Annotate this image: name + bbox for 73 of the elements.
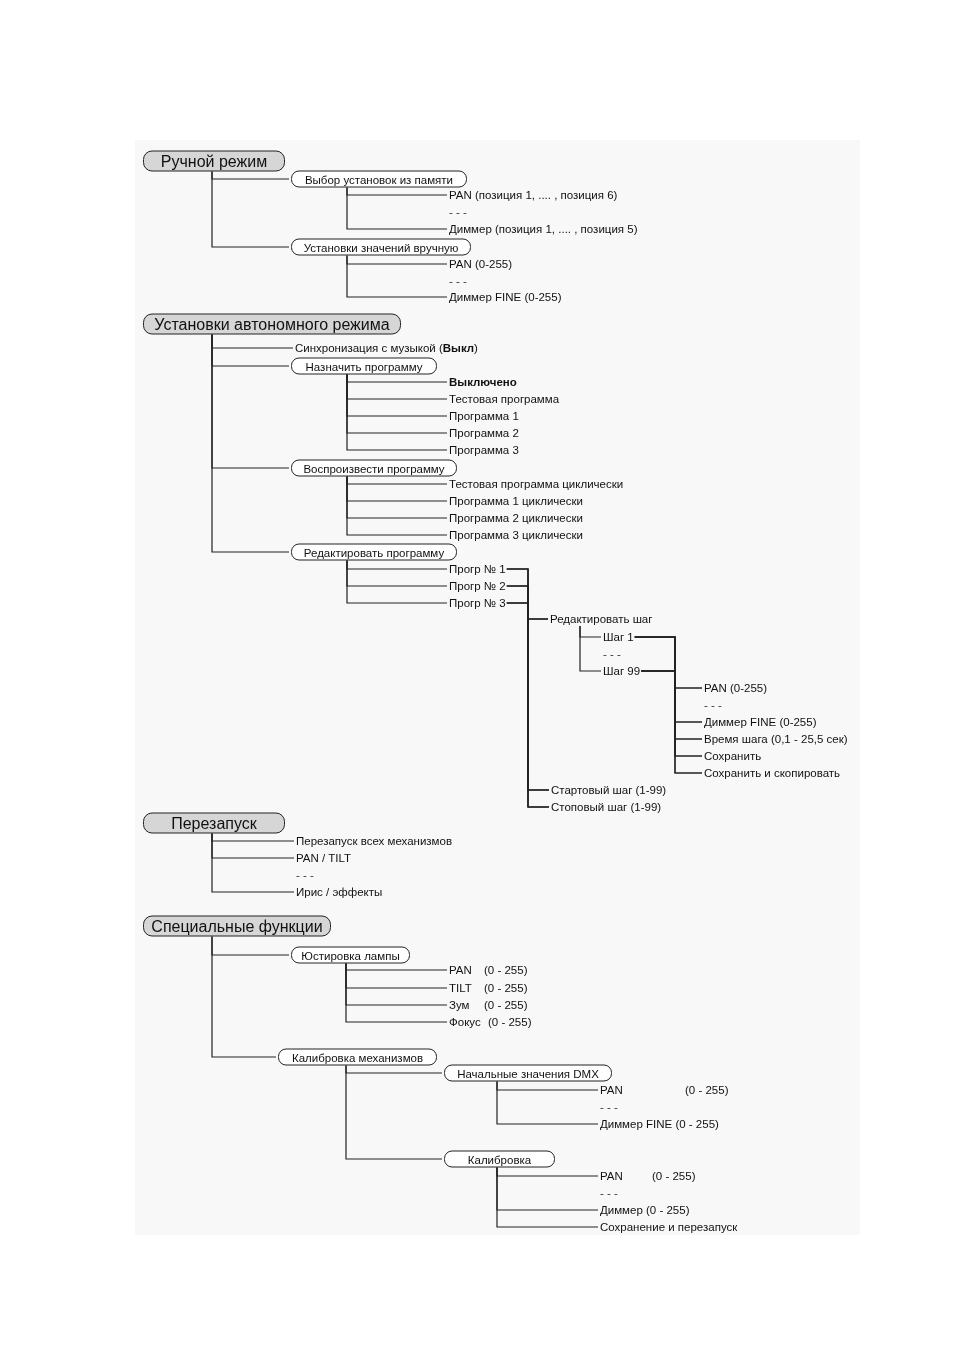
menu-item: Шаг 1 [603, 630, 634, 644]
ellipsis-mark: - - - [600, 1186, 618, 1200]
menu-item: Стартовый шаг (1-99) [551, 783, 667, 797]
menu-item: Ирис / эффекты [296, 885, 383, 899]
ellipsis-mark: - - - [296, 868, 314, 882]
tree-connector [640, 670, 703, 774]
ellipsis-mark: - - - [704, 698, 722, 712]
section-box: Специальные функции [143, 915, 331, 937]
menu-item: Сохранить и скопировать [704, 766, 841, 780]
tree-connector [346, 559, 448, 604]
menu-item: Шаг 99 [603, 664, 641, 678]
menu-item: Тестовая программа [449, 392, 560, 406]
menu-item: Программа 1 [449, 409, 519, 423]
menu-item: PAN (0-255) [449, 257, 513, 271]
menu-item: Тестовая программа циклически [449, 477, 624, 491]
tree-connector [211, 935, 277, 1058]
menu-box: Воспроизвести программу [291, 459, 457, 477]
tree-connector [346, 186, 448, 230]
menu-item: PAN (0 - 255) [600, 1083, 729, 1097]
menu-item: PAN (0 - 255) [449, 963, 528, 977]
tree-connector [496, 1080, 599, 1125]
menu-item: Выключено [449, 375, 517, 389]
menu-item: Диммер (0 - 255) [600, 1203, 690, 1217]
menu-box: Юстировка лампы [291, 946, 410, 964]
section-box: Установки автономного режима [143, 313, 401, 335]
menu-box: Выбор установок из памяти [291, 170, 467, 188]
menu-item: Прогр № 2 [449, 579, 506, 593]
menu-item: Прогр № 3 [449, 596, 506, 610]
menu-item: Прогр № 1 [449, 562, 506, 576]
menu-item: Диммер FINE (0 - 255) [600, 1117, 719, 1131]
ellipsis-mark: - - - [449, 274, 467, 288]
menu-item: Программа 3 циклически [449, 528, 583, 542]
menu-item: Программа 1 циклически [449, 494, 583, 508]
menu-item: Редактировать шаг [550, 612, 653, 626]
menu-item: PAN (позиция 1, .... , позиция 6) [449, 188, 618, 202]
menu-item: PAN (0-255) [704, 681, 768, 695]
menu-item: Диммер (позиция 1, .... , позиция 5) [449, 222, 638, 236]
menu-item: Стоповый шаг (1-99) [551, 800, 662, 814]
menu-box: Редактировать программу [291, 543, 457, 561]
ellipsis-mark: - - - [600, 1100, 618, 1114]
ellipsis-mark: - - - [603, 647, 621, 661]
menu-item: Сохранить [704, 749, 762, 763]
menu-item: Сохранение и перезапуск [600, 1220, 738, 1234]
tree-connector [579, 625, 602, 672]
tree-connector [211, 333, 290, 553]
menu-item: Синхронизация с музыкой (Выкл) [295, 341, 478, 355]
menu-item: PAN (0 - 255) [600, 1169, 696, 1183]
tree-connector [346, 254, 448, 298]
tree-connector [496, 1166, 599, 1228]
menu-item: Программа 3 [449, 443, 519, 457]
menu-item: Зум (0 - 255) [449, 998, 528, 1012]
menu-box: Начальные значения DMX [444, 1064, 612, 1082]
menu-box: Установки значений вручную [291, 238, 471, 256]
tree-connector [345, 1064, 443, 1160]
tree-connector [345, 962, 448, 1023]
menu-item: PAN / TILT [296, 851, 351, 865]
tree-connector [346, 475, 448, 536]
menu-item: Фокус (0 - 255) [449, 1015, 532, 1029]
menu-item: Время шага (0,1 - 25,5 сек) [704, 732, 848, 746]
tree-connector [211, 170, 290, 248]
menu-box: Калибровка [444, 1150, 555, 1168]
menu-item: TILT (0 - 255) [449, 981, 528, 995]
ellipsis-mark: - - - [449, 205, 467, 219]
menu-box: Калибровка механизмов [278, 1048, 437, 1066]
menu-item: Программа 2 циклически [449, 511, 583, 525]
menu-item: Программа 2 [449, 426, 519, 440]
tree-connector [211, 832, 295, 893]
menu-item: Перезапуск всех механизмов [296, 834, 453, 848]
menu-box: Назначить программу [291, 357, 437, 375]
menu-item: Диммер FINE (0-255) [449, 290, 562, 304]
section-box: Ручной режим [143, 150, 285, 172]
menu-item: Диммер FINE (0-255) [704, 715, 817, 729]
section-box: Перезапуск [143, 812, 285, 834]
